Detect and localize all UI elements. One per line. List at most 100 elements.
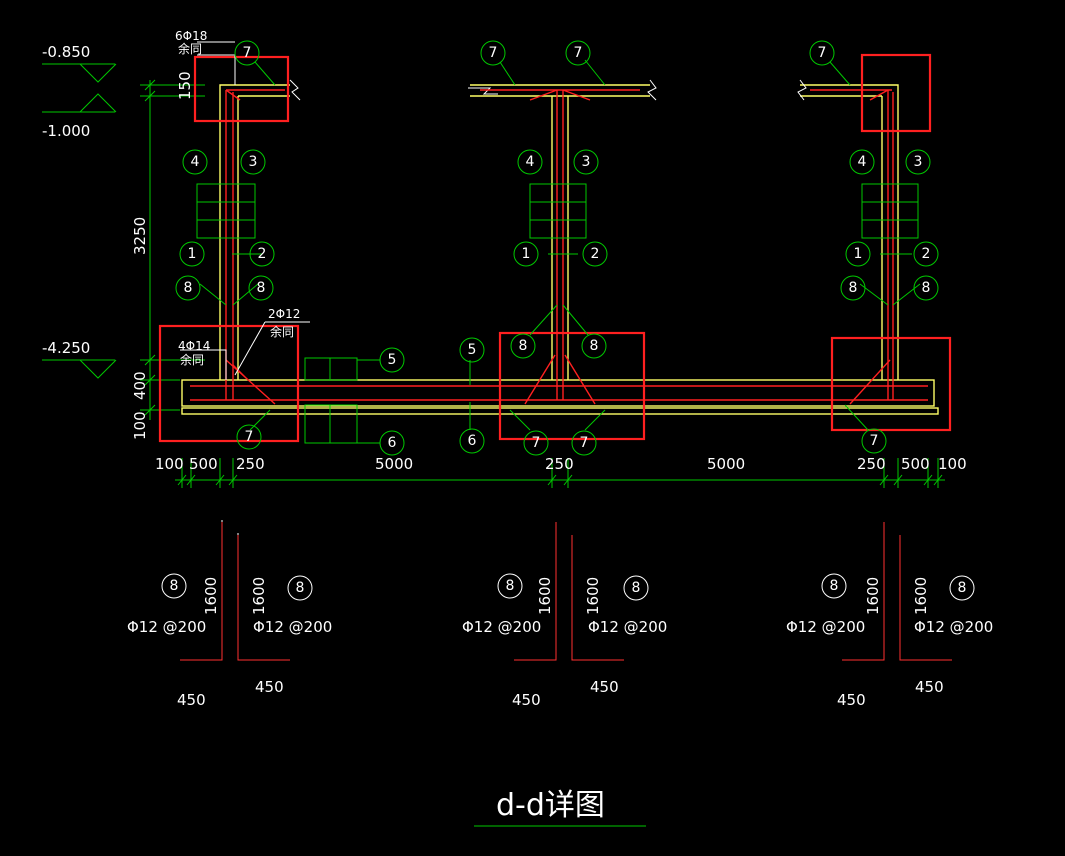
- marker-8-right-b: 8: [913, 275, 939, 301]
- detail-mid-hlen-b: 450: [590, 678, 619, 696]
- detail-8-left: 8 8 Φ12 @200 Φ12 @200 1600 1600 450 450: [127, 520, 332, 709]
- marker-3-mid: 3: [573, 149, 599, 175]
- svg-text:1: 1: [854, 246, 863, 262]
- svg-text:6: 6: [468, 433, 477, 449]
- detail-mid-marker-a: 8: [506, 578, 515, 594]
- marker-2-right: 2: [913, 241, 939, 267]
- dim-bottom-5: 5000: [707, 455, 745, 473]
- svg-text:2: 2: [591, 246, 600, 262]
- dim-label-400: 400: [131, 371, 149, 400]
- rebar-lines: [190, 89, 928, 405]
- marker-7-bottom-left: 7: [236, 424, 262, 450]
- marker-1-left: 1: [179, 241, 205, 267]
- svg-text:7: 7: [489, 45, 498, 61]
- dim-label-3250: 3250: [131, 217, 149, 255]
- dim-bottom-8: 100: [938, 455, 967, 473]
- svg-text:4: 4: [191, 154, 200, 170]
- marker-7-top-left: 7: [234, 40, 260, 66]
- leader-lines: [180, 41, 921, 444]
- svg-text:7: 7: [580, 435, 589, 451]
- svg-text:8: 8: [257, 280, 266, 296]
- marker-3-right: 3: [905, 149, 931, 175]
- dim-bottom-0: 100: [155, 455, 184, 473]
- elevation-label-top: -0.850: [42, 43, 90, 61]
- dim-bottom-4: 250: [545, 455, 574, 473]
- dim-bottom-3: 5000: [375, 455, 413, 473]
- elevation-label-bottom: -4.250: [42, 339, 90, 357]
- detail-right-hlen-b: 450: [915, 678, 944, 696]
- marker-7-top-mid-a: 7: [480, 40, 506, 66]
- marker-5-mid: 5: [459, 337, 485, 363]
- elevation-marks: -0.850 -1.000 -4.250: [42, 43, 117, 379]
- marker-8-mid-a: 8: [510, 333, 536, 359]
- marker-7-top-mid-b: 7: [565, 40, 591, 66]
- detail-mid-spec-a: Φ12 @200: [462, 618, 541, 636]
- svg-text:3: 3: [582, 154, 591, 170]
- svg-text:7: 7: [532, 435, 541, 451]
- marker-8-left-b: 8: [248, 275, 274, 301]
- dim-bottom-2: 250: [236, 455, 265, 473]
- detail-right-len-b: 1600: [912, 577, 930, 615]
- dim-label-150: 150: [176, 71, 194, 100]
- svg-text:5: 5: [468, 342, 477, 358]
- highlight-bottom-left: [158, 324, 300, 443]
- elevation-label-mid: -1.000: [42, 122, 90, 140]
- svg-text:2: 2: [922, 246, 931, 262]
- svg-text:5: 5: [388, 352, 397, 368]
- detail-mid-len-a: 1600: [536, 577, 554, 615]
- svg-text:1: 1: [522, 246, 531, 262]
- detail-mid-spec-b: Φ12 @200: [588, 618, 667, 636]
- drawing-title-text: d-d详图: [496, 788, 605, 823]
- svg-text:1: 1: [188, 246, 197, 262]
- vertical-dimensions: 150 3250 400 100: [131, 71, 205, 440]
- detail-left-len-a: 1600: [202, 577, 220, 615]
- marker-4-mid: 4: [517, 149, 543, 175]
- detail-right-marker-a: 8: [830, 578, 839, 594]
- marker-8-right-a: 8: [840, 275, 866, 301]
- svg-text:8: 8: [184, 280, 193, 296]
- note-top-same: 余同: [178, 41, 202, 56]
- detail-left-marker-a: 8: [170, 578, 179, 594]
- marker-2-mid: 2: [582, 241, 608, 267]
- svg-text:7: 7: [870, 433, 879, 449]
- marker-7-bottom-mid-b: 7: [571, 430, 597, 456]
- marker-4-right: 4: [849, 149, 875, 175]
- marker-4-left: 4: [182, 149, 208, 175]
- detail-right-hlen-a: 450: [837, 691, 866, 709]
- svg-text:8: 8: [922, 280, 931, 296]
- note-mid-spec: 2Φ12: [268, 307, 300, 321]
- note-mid-same: 余同: [270, 324, 294, 339]
- stirrup-ladders: [196, 183, 919, 444]
- dim-bottom-7: 500: [901, 455, 930, 473]
- svg-text:8: 8: [590, 338, 599, 354]
- highlight-boxes: [158, 53, 952, 443]
- detail-right-spec-a: Φ12 @200: [786, 618, 865, 636]
- marker-1-mid: 1: [513, 241, 539, 267]
- note-left-spec: 4Φ14: [178, 339, 210, 353]
- marker-5-left: 5: [379, 347, 405, 373]
- marker-2-left: 2: [249, 241, 275, 267]
- highlight-top-right: [860, 53, 932, 133]
- highlight-top-left: [193, 55, 290, 123]
- detail-mid-hlen-a: 450: [512, 691, 541, 709]
- detail-left-hlen-a: 450: [177, 691, 206, 709]
- svg-text:4: 4: [526, 154, 535, 170]
- detail-mid-marker-b: 8: [632, 580, 641, 596]
- detail-left-len-b: 1600: [250, 577, 268, 615]
- circle-markers: 7 7 7 7 4 3 4 3 4 3 1 2 1 2 1 2 8 8 8 8 …: [175, 40, 939, 456]
- svg-text:7: 7: [574, 45, 583, 61]
- svg-text:7: 7: [243, 45, 252, 61]
- marker-6-mid: 6: [459, 428, 485, 454]
- concrete-outline: [181, 79, 939, 415]
- highlight-bottom-middle: [498, 331, 646, 441]
- detail-mid-len-b: 1600: [584, 577, 602, 615]
- marker-6-left: 6: [379, 430, 405, 456]
- dim-label-100: 100: [131, 411, 149, 440]
- detail-right-spec-b: Φ12 @200: [914, 618, 993, 636]
- marker-7-bottom-right: 7: [861, 428, 887, 454]
- marker-7-top-right: 7: [809, 40, 835, 66]
- svg-text:8: 8: [849, 280, 858, 296]
- marker-3-left: 3: [240, 149, 266, 175]
- svg-text:3: 3: [249, 154, 258, 170]
